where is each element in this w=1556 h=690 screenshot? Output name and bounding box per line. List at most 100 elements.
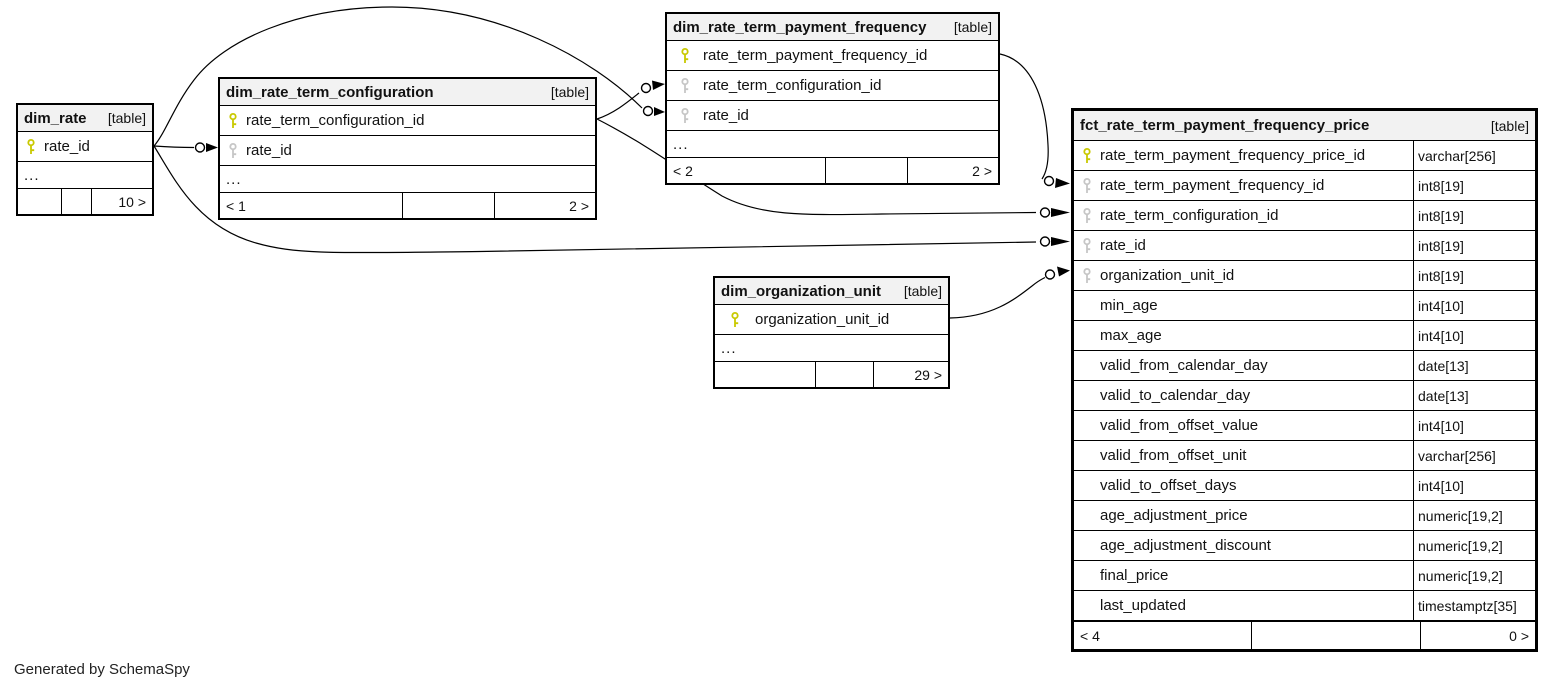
edge-dim_rate-to-dim_rate_term_payment_frequency bbox=[153, 6, 665, 147]
column-type: timestamptz[35] bbox=[1413, 591, 1535, 620]
column-name: max_age bbox=[1100, 327, 1162, 344]
column-type: int4[10] bbox=[1413, 321, 1535, 350]
table-fct_rate_term_payment_frequency_price[interactable]: fct_rate_term_payment_frequency_price [t… bbox=[1071, 108, 1538, 652]
table-name: fct_rate_term_payment_frequency_price bbox=[1080, 117, 1370, 134]
column-type: int8[19] bbox=[1413, 171, 1535, 200]
table-header-dim_rate[interactable]: dim_rate [table] bbox=[18, 105, 152, 132]
column-row-final_price: final_price numeric[19,2] bbox=[1074, 561, 1535, 591]
column-row-rate_term_configuration_id: rate_term_configuration_id bbox=[220, 106, 595, 136]
table-header-fct_rate_term_payment_frequency_price[interactable]: fct_rate_term_payment_frequency_price [t… bbox=[1074, 111, 1535, 141]
primary-key-icon bbox=[667, 47, 703, 64]
table-type-tag: [table] bbox=[550, 84, 589, 100]
footer-middle-cell bbox=[825, 158, 907, 183]
table-header-dim_rate_term_payment_frequency[interactable]: dim_rate_term_payment_frequency [table] bbox=[667, 14, 998, 41]
column-type: date[13] bbox=[1413, 351, 1535, 380]
column-row-last_updated: last_updated timestamptz[35] bbox=[1074, 591, 1535, 621]
column-row-valid_from_offset_unit: valid_from_offset_unit varchar[256] bbox=[1074, 441, 1535, 471]
column-name: organization_unit_id bbox=[755, 311, 890, 328]
primary-key-icon bbox=[715, 311, 755, 328]
table-header-dim_organization_unit[interactable]: dim_organization_unit [table] bbox=[715, 278, 948, 305]
table-footer: 10 > bbox=[18, 189, 152, 214]
column-name: valid_to_offset_days bbox=[1100, 477, 1237, 494]
table-type-tag: [table] bbox=[1490, 117, 1529, 134]
column-row-rate_term_payment_frequency_id: rate_term_payment_frequency_id bbox=[667, 41, 998, 71]
foreign-key-icon bbox=[1074, 267, 1100, 284]
column-row-rate_term_configuration_id: rate_term_configuration_id bbox=[667, 71, 998, 101]
edge-organization_unit-to-fct bbox=[949, 266, 1070, 319]
foreign-key-icon bbox=[1074, 177, 1100, 194]
column-name: valid_from_offset_unit bbox=[1100, 447, 1247, 464]
column-name: rate_id bbox=[246, 142, 292, 159]
column-name: rate_term_configuration_id bbox=[246, 112, 425, 129]
column-type: int4[10] bbox=[1413, 471, 1535, 500]
column-type: varchar[256] bbox=[1413, 141, 1535, 170]
table-type-tag: [table] bbox=[953, 19, 992, 35]
column-row-organization_unit_id: organization_unit_id bbox=[715, 305, 948, 335]
column-row-valid_from_offset_value: valid_from_offset_value int4[10] bbox=[1074, 411, 1535, 441]
edge-payment_frequency-to-fct bbox=[999, 53, 1070, 188]
column-type: int8[19] bbox=[1413, 261, 1535, 290]
column-name: rate_term_configuration_id bbox=[1100, 207, 1279, 224]
table-footer: < 4 0 > bbox=[1074, 621, 1535, 649]
table-footer: < 1 2 > bbox=[220, 193, 595, 218]
column-row-rate_term_payment_frequency_id: rate_term_payment_frequency_id int8[19] bbox=[1074, 171, 1535, 201]
column-row-rate_id: rate_id int8[19] bbox=[1074, 231, 1535, 261]
column-row-valid_from_calendar_day: valid_from_calendar_day date[13] bbox=[1074, 351, 1535, 381]
footer-children-count: 10 > bbox=[91, 189, 152, 214]
column-row-age_adjustment_price: age_adjustment_price numeric[19,2] bbox=[1074, 501, 1535, 531]
column-type: int4[10] bbox=[1413, 411, 1535, 440]
footer-children-count: 2 > bbox=[494, 193, 595, 218]
column-name: last_updated bbox=[1100, 597, 1186, 614]
footer-parents-count: < 4 bbox=[1080, 627, 1100, 644]
primary-key-icon bbox=[1074, 147, 1100, 164]
column-row-rate_id: rate_id bbox=[18, 132, 152, 162]
footer-children-count: 0 > bbox=[1420, 622, 1535, 649]
ellipsis-row: ... bbox=[667, 131, 998, 158]
column-name: final_price bbox=[1100, 567, 1169, 584]
column-type: int8[19] bbox=[1413, 231, 1535, 260]
table-header-dim_rate_term_configuration[interactable]: dim_rate_term_configuration [table] bbox=[220, 79, 595, 106]
edge-configuration-to-fct bbox=[596, 118, 1070, 218]
column-type: date[13] bbox=[1413, 381, 1535, 410]
table-name: dim_organization_unit bbox=[721, 282, 882, 300]
edge-dim_rate-to-dim_rate_term_configuration bbox=[153, 142, 218, 153]
column-type: varchar[256] bbox=[1413, 441, 1535, 470]
column-row-rate_id: rate_id bbox=[220, 136, 595, 166]
foreign-key-icon bbox=[220, 142, 246, 159]
column-name: organization_unit_id bbox=[1100, 267, 1235, 284]
column-name: age_adjustment_discount bbox=[1100, 537, 1271, 554]
column-name: rate_term_payment_frequency_id bbox=[1100, 177, 1325, 194]
column-name: rate_id bbox=[44, 138, 90, 155]
column-name: age_adjustment_price bbox=[1100, 507, 1248, 524]
column-type: int4[10] bbox=[1413, 291, 1535, 320]
column-name: min_age bbox=[1100, 297, 1158, 314]
table-dim_rate[interactable]: dim_rate [table] rate_id ... 10 > bbox=[16, 103, 154, 216]
column-name: valid_from_calendar_day bbox=[1100, 357, 1268, 374]
foreign-key-icon bbox=[1074, 237, 1100, 254]
table-type-tag: [table] bbox=[903, 283, 942, 299]
table-dim_rate_term_configuration[interactable]: dim_rate_term_configuration [table] rate… bbox=[218, 77, 597, 220]
ellipsis-row: ... bbox=[220, 166, 595, 193]
edge-configuration-to-payment_frequency bbox=[596, 80, 665, 120]
footer-parents-count bbox=[715, 362, 815, 387]
column-name: valid_from_offset_value bbox=[1100, 417, 1259, 434]
column-type: numeric[19,2] bbox=[1413, 561, 1535, 590]
column-type: numeric[19,2] bbox=[1413, 501, 1535, 530]
table-dim_organization_unit[interactable]: dim_organization_unit [table] organizati… bbox=[713, 276, 950, 389]
foreign-key-icon bbox=[667, 107, 703, 124]
edge-dim_rate-to-fct bbox=[153, 145, 1070, 254]
footer-middle-cell bbox=[61, 189, 91, 214]
ellipsis-row: ... bbox=[18, 162, 152, 189]
column-name: rate_term_configuration_id bbox=[703, 77, 882, 94]
footer-middle-cell bbox=[402, 193, 494, 218]
footer-children-count: 2 > bbox=[907, 158, 998, 183]
table-name: dim_rate_term_payment_frequency bbox=[673, 18, 927, 36]
table-name: dim_rate bbox=[24, 109, 87, 127]
table-dim_rate_term_payment_frequency[interactable]: dim_rate_term_payment_frequency [table] … bbox=[665, 12, 1000, 185]
table-name: dim_rate_term_configuration bbox=[226, 83, 434, 101]
column-row-organization_unit_id: organization_unit_id int8[19] bbox=[1074, 261, 1535, 291]
column-name: rate_id bbox=[703, 107, 749, 124]
foreign-key-icon bbox=[1074, 207, 1100, 224]
